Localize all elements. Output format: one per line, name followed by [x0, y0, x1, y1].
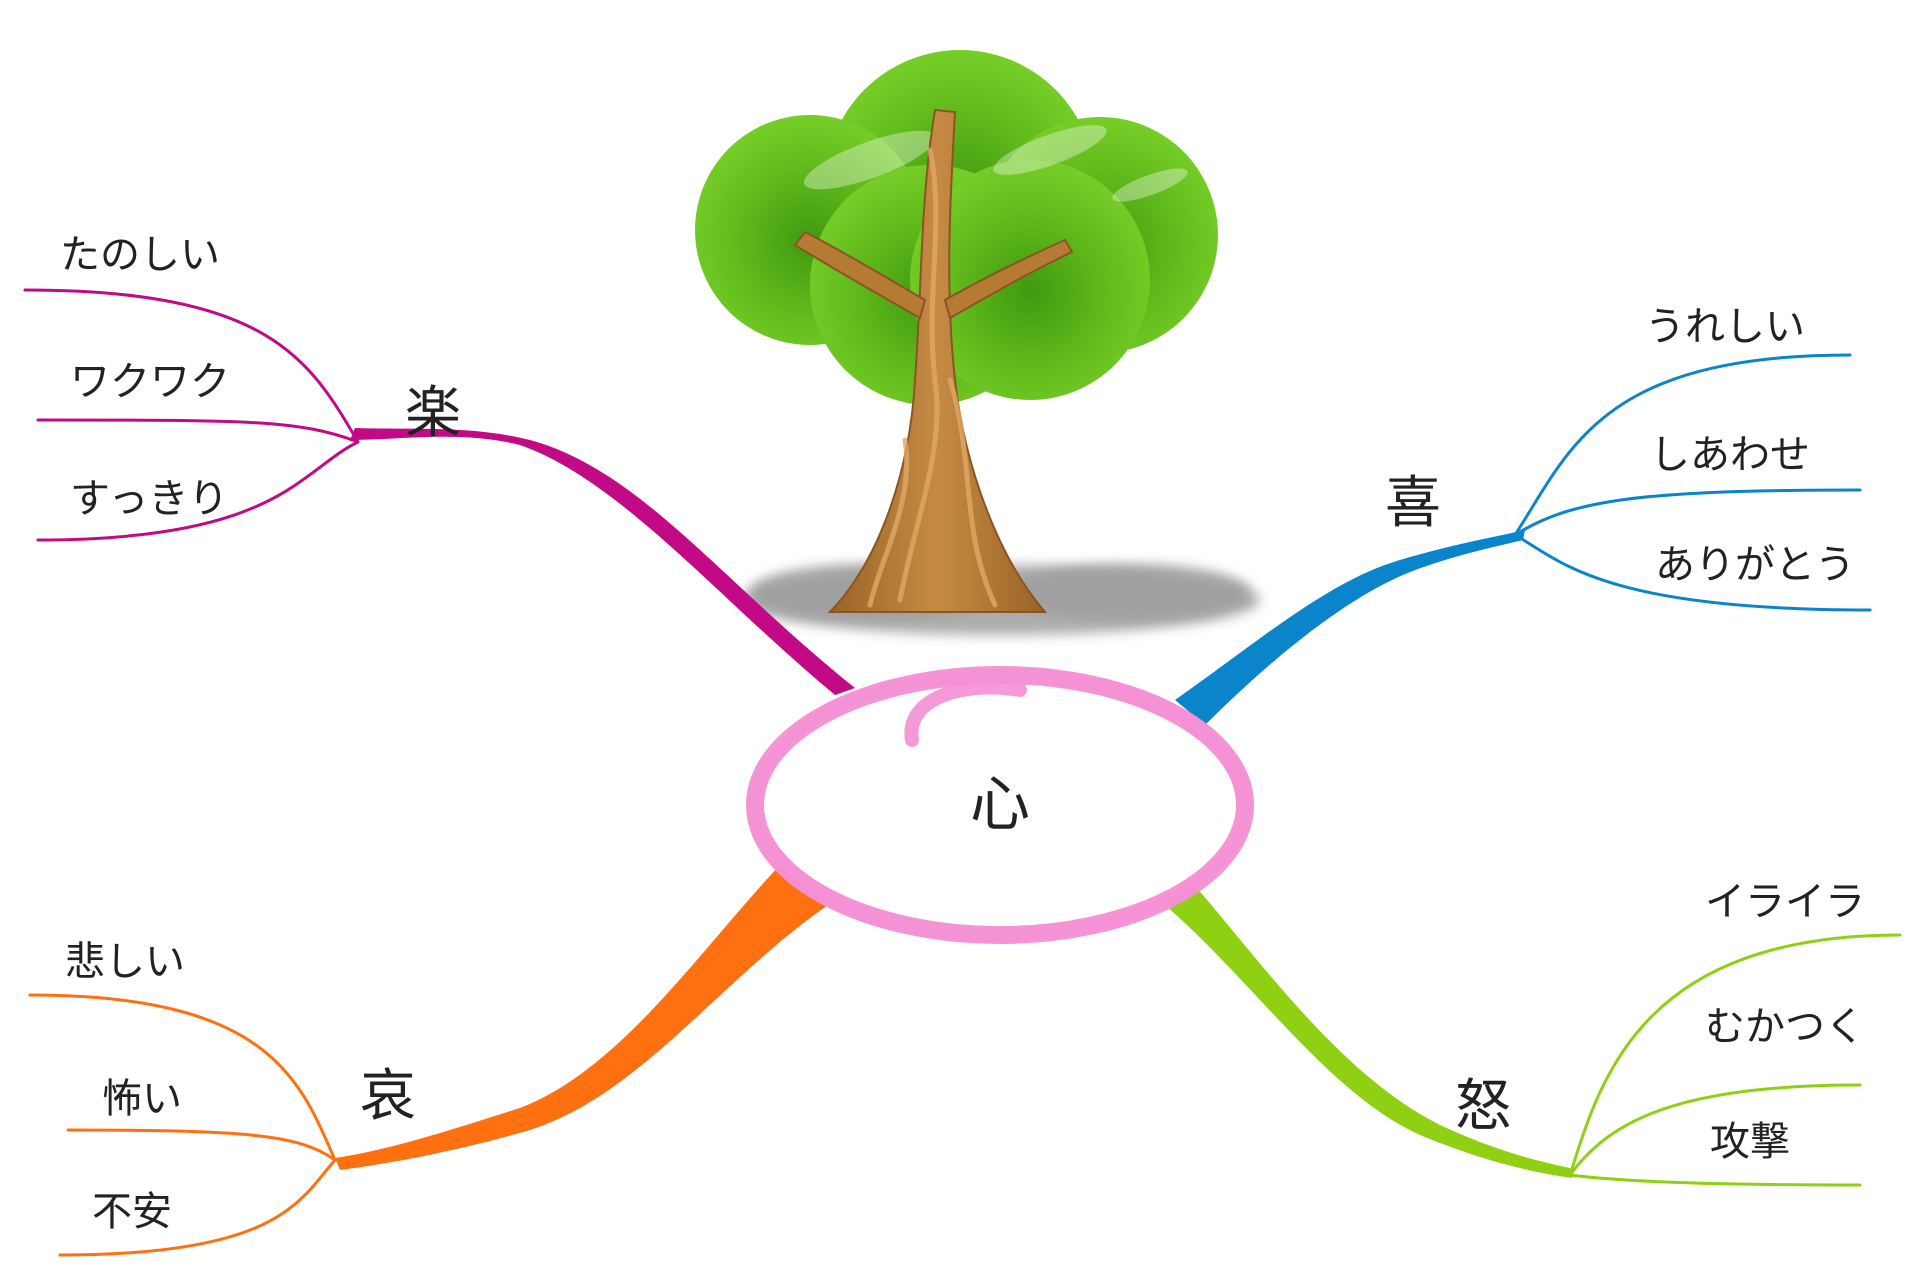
branch-do: 怒 イライラ むかつく 攻撃: [1140, 879, 1902, 1187]
branch-raku-leaf-1: たのしい: [60, 232, 220, 278]
branch-do-leaf-line-1: [1568, 933, 1902, 1177]
branch-do-stem: [1140, 880, 1572, 1178]
branch-ki-leaf-2: しあわせ: [1650, 432, 1810, 478]
branch-ki-leaf-line-1: [1513, 353, 1852, 537]
branch-do-label: 怒: [1455, 1074, 1511, 1139]
branch-raku-leaf-line-1: [23, 288, 360, 444]
branch-ai-leaf-line-2: [66, 1128, 337, 1162]
center-ring-stroke-1: [746, 666, 1254, 944]
branch-ai-leaf-2: 怖い: [102, 1076, 182, 1122]
branch-ki-leaf-line-2: [1513, 488, 1862, 537]
branch-ai-leaf-3: 不安: [92, 1189, 172, 1235]
branch-do-leaf-line-2: [1568, 1083, 1862, 1177]
center-node: 心: [746, 666, 1254, 944]
tree-branch-left: [793, 230, 927, 320]
branch-ai: 哀 悲しい 怖い 不安: [28, 865, 828, 1257]
branch-ai-stem: [335, 865, 828, 1170]
tree-bark-line-2: [947, 377, 998, 608]
branch-do-leaf-2: むかつく: [1705, 1004, 1865, 1050]
branch-ki: 喜 うれしい しあわせ ありがとう: [1175, 304, 1872, 725]
tree-foliage-lobe-5: [910, 160, 1150, 400]
branch-ki-stem: [1175, 530, 1525, 725]
branch-ki-label: 喜: [1385, 471, 1441, 536]
branch-ai-leaf-line-1: [28, 993, 337, 1162]
branch-do-leaf-3: 攻撃: [1710, 1119, 1790, 1165]
center-label: 心: [970, 770, 1030, 840]
tree-branch-right: [943, 238, 1074, 320]
branch-raku-stem: [350, 428, 855, 695]
center-swirl: [904, 680, 1027, 747]
branch-raku-leaf-line-2: [36, 418, 360, 444]
branch-ai-leaf-line-3: [58, 1158, 337, 1257]
branch-raku-label: 楽: [405, 381, 461, 446]
tree-trunk: [793, 108, 1074, 613]
tree-bark-line-1: [897, 147, 940, 603]
center-ellipse: [755, 675, 1245, 935]
tree-foliage: [695, 50, 1218, 405]
tree-illustration: [695, 50, 1260, 635]
branch-ki-leaf-3: ありがとう: [1655, 542, 1855, 588]
branch-ki-leaf-line-3: [1513, 533, 1872, 612]
branch-raku: 楽 たのしい ワクワク すっきり: [23, 232, 855, 695]
branch-raku-leaf-line-3: [36, 440, 360, 542]
branch-do-leaf-1: イライラ: [1705, 879, 1865, 925]
branch-raku-leaf-2: ワクワク: [70, 359, 230, 405]
tree-bark-line-3: [867, 437, 910, 608]
branch-ai-leaf-1: 悲しい: [65, 939, 185, 985]
tree-foliage-highlight-1: [803, 130, 937, 190]
tree-shadow-blob-3: [1010, 564, 1250, 620]
branch-ai-label: 哀: [360, 1064, 416, 1129]
branch-ki-leaf-1: うれしい: [1645, 304, 1805, 350]
branch-do-leaf-line-3: [1568, 1173, 1862, 1187]
tree-foliage-highlight-3: [1112, 168, 1188, 202]
branch-raku-leaf-3: すっきり: [70, 476, 228, 522]
tree-foliage-highlight-2: [993, 125, 1107, 175]
